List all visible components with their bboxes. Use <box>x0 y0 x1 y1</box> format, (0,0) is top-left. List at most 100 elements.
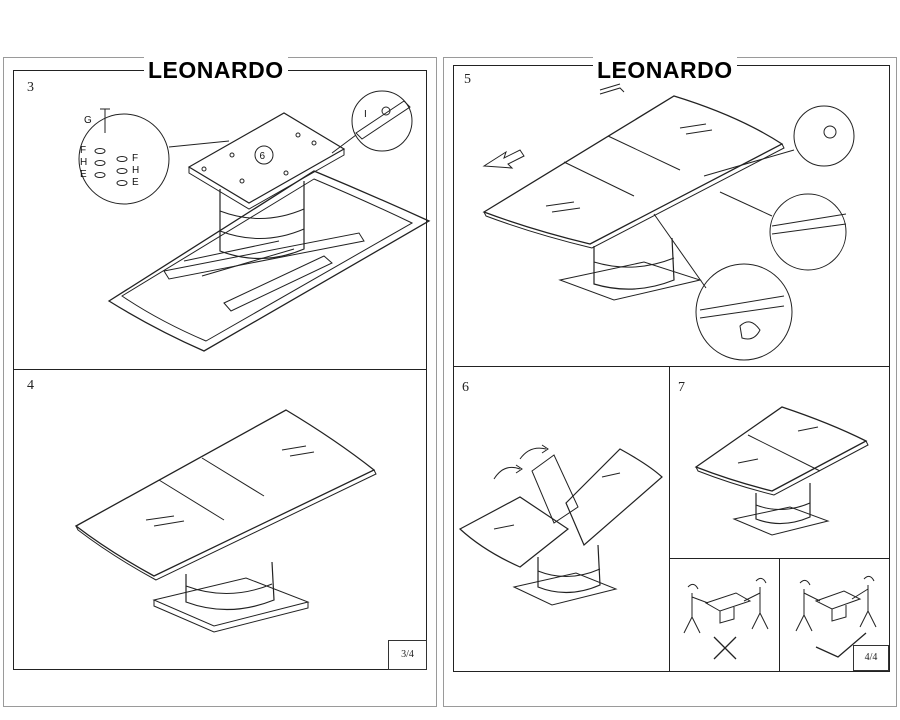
person-figure <box>851 575 877 628</box>
right-page-number: 4/4 <box>853 645 889 671</box>
base-plate <box>732 506 830 536</box>
table-top-edge <box>483 143 785 249</box>
base-plate <box>512 572 618 606</box>
hardware-detail-bubble <box>78 113 170 205</box>
plate-screw <box>311 140 317 146</box>
leaf-seam <box>158 457 265 521</box>
table-top <box>482 95 784 245</box>
detail-screw-bubble <box>793 105 855 167</box>
step-number-4: 4 <box>27 378 34 393</box>
cross-mark-icon <box>713 636 737 660</box>
pedestal-bands <box>593 257 675 268</box>
pedestal-bands <box>537 568 601 578</box>
glass-reflection <box>737 426 819 464</box>
hw-label-e: E <box>80 169 87 180</box>
bolt-g <box>100 108 110 133</box>
base-plate-edge <box>153 600 309 633</box>
plate-badge-number: 6 <box>260 151 266 162</box>
pedestal <box>219 181 305 260</box>
leader-line-i <box>331 134 357 154</box>
pedestal-bands <box>755 502 811 510</box>
table-top <box>74 409 376 577</box>
folded-leaf <box>531 454 579 524</box>
table-left-half <box>458 496 570 568</box>
leader-line <box>168 140 230 148</box>
plate-screw <box>229 152 235 158</box>
pedestal <box>593 237 675 290</box>
detail-hand-bubble <box>695 263 793 361</box>
person-figure <box>795 579 821 632</box>
screw-icon <box>381 106 391 116</box>
detail-i-bubble <box>351 90 413 152</box>
detail-latch-bubble <box>769 193 847 271</box>
carry-wrong-illustration <box>683 577 769 660</box>
left-page <box>3 57 437 707</box>
table-top-edge <box>695 440 869 496</box>
left-panel-divider <box>13 369 426 370</box>
washer-icon <box>116 168 128 174</box>
right-panel-vdivider <box>669 366 670 671</box>
hw-label-f: F <box>80 145 86 156</box>
detail-i-part <box>355 100 411 140</box>
right-panel-divider <box>453 366 889 367</box>
detail-label-i: I <box>364 109 367 120</box>
hand-icon <box>739 321 761 340</box>
step-number-6: 6 <box>462 380 469 395</box>
right-brand-title: LEONARDO <box>593 57 737 83</box>
hw-label-e-2: E <box>132 177 139 188</box>
leaf-seam <box>747 434 821 472</box>
plate-screw <box>295 132 301 138</box>
hw-label-h: H <box>80 157 87 168</box>
arrow-curved-icon <box>493 464 523 480</box>
left-brand-title: LEONARDO <box>144 57 288 83</box>
table-top <box>694 406 868 492</box>
leader-line <box>703 149 795 177</box>
step-number-7: 7 <box>678 380 685 395</box>
washer-icon <box>94 148 106 154</box>
slide-rail-short <box>223 255 333 312</box>
cross-bar <box>183 240 295 277</box>
table-top-inner <box>121 178 414 342</box>
leaf-seam <box>563 135 681 197</box>
pedestal <box>185 561 275 611</box>
step-5-illustration <box>482 83 855 361</box>
pedestal-bands <box>219 208 305 239</box>
latch-part <box>699 295 785 319</box>
pedestal <box>537 544 601 594</box>
plate-screw <box>201 166 207 172</box>
step-4-illustration <box>74 409 377 633</box>
check-mark-icon <box>815 632 867 658</box>
screw-icon <box>823 125 837 139</box>
step-6-illustration <box>458 444 663 606</box>
washer-icon <box>94 160 106 166</box>
step-7-illustration <box>694 406 869 536</box>
mounting-plate-edge <box>188 149 345 210</box>
base-plate <box>558 261 702 301</box>
arrow-left-icon <box>482 149 525 169</box>
left-page-number: 3/4 <box>388 640 427 670</box>
person-figure <box>683 583 709 634</box>
washer-icon <box>116 180 128 186</box>
washer-icon <box>116 156 128 162</box>
arrow-curved-icon <box>519 444 549 460</box>
leader-line <box>719 191 773 217</box>
slide-rail-long <box>163 232 365 280</box>
hw-label-h-2: H <box>132 165 139 176</box>
mounting-plate <box>187 112 346 204</box>
carried-table <box>814 590 862 622</box>
carried-table <box>704 592 752 624</box>
plate-badge-circle <box>254 145 274 165</box>
table-top-edge <box>75 469 377 581</box>
plate-screw <box>239 178 245 184</box>
latch-part <box>771 213 847 235</box>
table-right-half <box>565 448 663 546</box>
glass-reflection <box>145 445 315 527</box>
glass-reflection <box>545 123 713 213</box>
plate-screw <box>283 170 289 176</box>
washer-icon <box>94 172 106 178</box>
base-plate <box>152 577 310 627</box>
pedestal <box>755 483 811 525</box>
hw-label-f-2: F <box>132 153 138 164</box>
step-3-illustration: 6 G F H E F H E I <box>78 90 431 352</box>
step-number-5: 5 <box>464 72 471 87</box>
